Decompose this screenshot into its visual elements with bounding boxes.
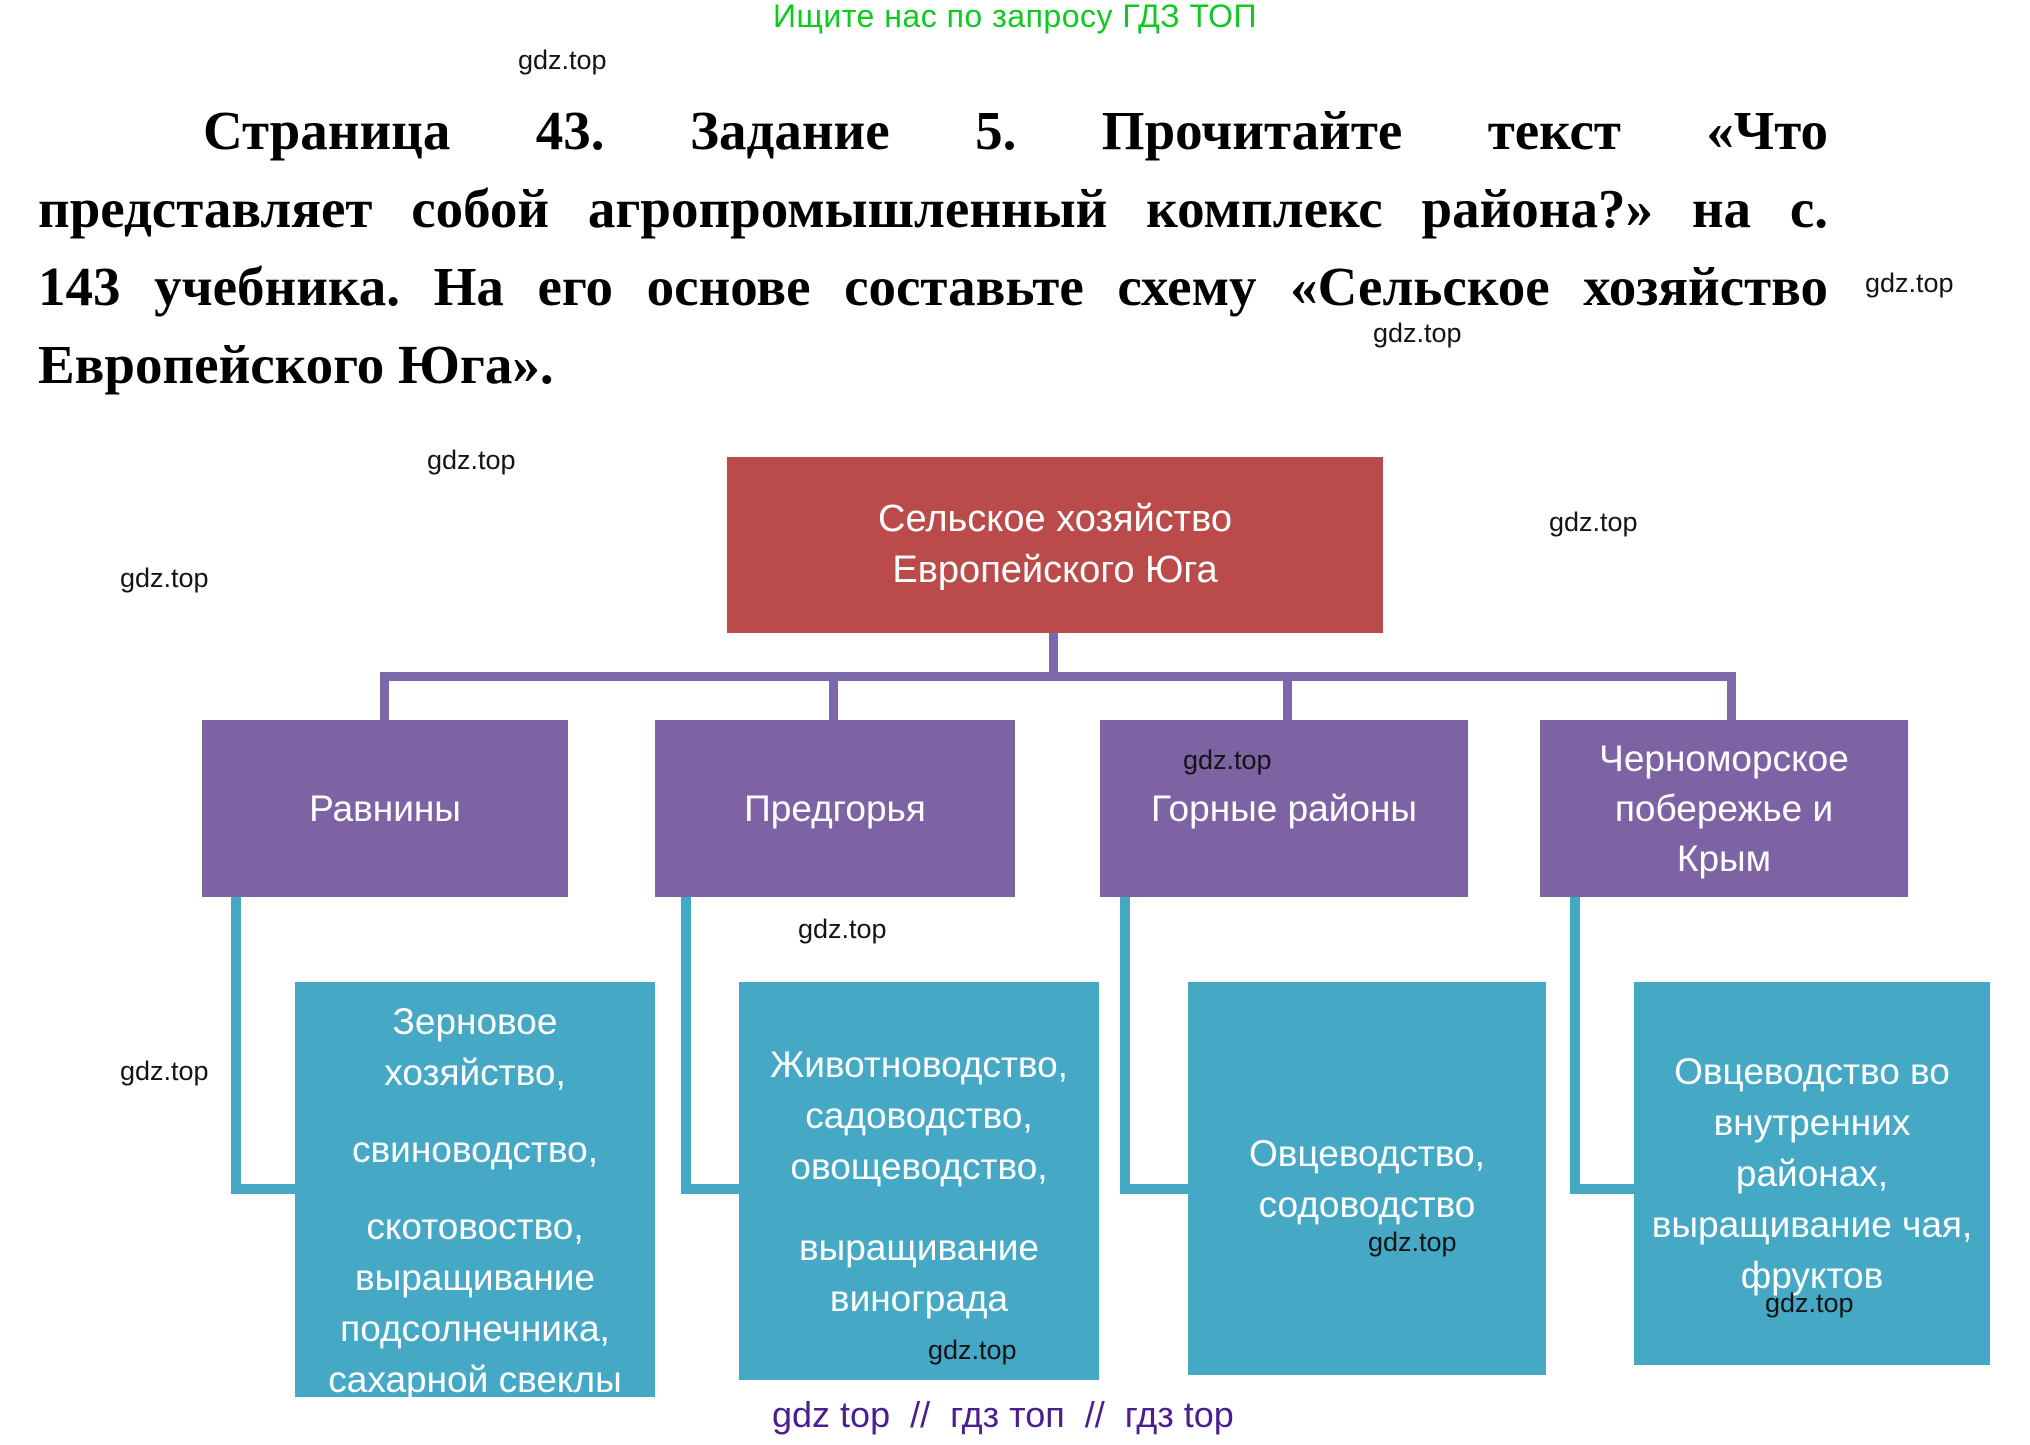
connector-elbow-1-vertical [231,897,241,1194]
detail-paragraph: Зерновое хозяйство, [384,1001,566,1093]
connector-elbow-1-horizontal [231,1184,297,1194]
connector-drop-3 [1283,678,1292,722]
node-detail-coast-crimea: Овцеводство во внутренних районах, выращ… [1634,982,1990,1365]
detail-paragraph: свиноводство, [352,1129,598,1170]
promo-banner: Ищите нас по запросу ГДЗ ТОП [773,0,1257,34]
task-line-3: 143 учебника. На его основе составьте сх… [38,256,1828,317]
detail-paragraph: Овцеводство, содоводство [1249,1132,1485,1225]
connector-elbow-2-horizontal [681,1184,741,1194]
task-line-2: представляет собой агропромышленный комп… [38,178,1828,239]
watermark-1: gdz.top [518,45,607,75]
watermark-9: gdz.top [120,1056,209,1086]
connector-drop-2 [829,678,838,722]
watermark-4: gdz.top [427,445,516,475]
connector-drop-1 [380,678,389,722]
task-line-1: Страница 43. Задание 5. Прочитайте текст… [203,100,1828,161]
connector-root-trunk [1049,632,1058,676]
connector-horizontal-bar [380,672,1736,681]
watermark-6: gdz.top [1549,507,1638,537]
node-root-label: Сельское хозяйство Европейского Юга [878,498,1232,591]
detail-paragraph: Животноводство, садоводство, овощеводств… [770,1043,1068,1187]
node-detail-foothills: Животноводство, садоводство, овощеводств… [739,982,1099,1380]
node-branch-mountains-label: Горные районы [1150,787,1418,829]
watermark-12: gdz.top [1765,1288,1854,1318]
watermark-8: gdz.top [798,914,887,944]
watermark-5: gdz.top [120,563,209,593]
node-branch-coast-crimea-label: Черноморское побережье и Крым [1599,737,1849,879]
node-branch-plains-label: Равнины [309,787,461,829]
connector-elbow-4-horizontal [1570,1184,1636,1194]
task-line-4: Европейского Юга». [38,334,554,395]
node-branch-plains: Равнины [202,720,568,897]
connector-elbow-3-vertical [1120,897,1130,1194]
connector-drop-4 [1727,678,1736,722]
node-branch-mountains: Горные районы [1100,720,1468,897]
node-branch-foothills: Предгорья [655,720,1015,897]
watermark-11: gdz.top [1368,1227,1457,1257]
node-detail-plains: Зерновое хозяйство, свиноводство, скотов… [295,982,655,1400]
watermark-7: gdz.top [1183,745,1272,775]
task-text: Страница 43. Задание 5. Прочитайте текст… [38,92,1828,404]
detail-paragraph: скотовоство, выращивание подсолнечника, … [328,1206,622,1400]
connector-elbow-2-vertical [681,897,691,1194]
detail-paragraph: выращивание винограда [798,1226,1039,1319]
watermark-10: gdz.top [928,1335,1017,1365]
node-root: Сельское хозяйство Европейского Юга [727,457,1383,633]
footer-watermark-line: gdz top // гдз топ // гдз top [772,1394,1234,1435]
connector-elbow-3-horizontal [1120,1184,1190,1194]
node-branch-foothills-label: Предгорья [744,787,926,829]
node-branch-coast-crimea: Черноморское побережье и Крым [1540,720,1908,897]
detail-paragraph: Овцеводство во внутренних районах, выращ… [1651,1051,1973,1296]
node-detail-mountains: Овцеводство, содоводство [1188,982,1546,1375]
watermark-2: gdz.top [1865,268,1954,298]
watermark-3: gdz.top [1373,318,1462,348]
connector-elbow-4-vertical [1570,897,1580,1194]
